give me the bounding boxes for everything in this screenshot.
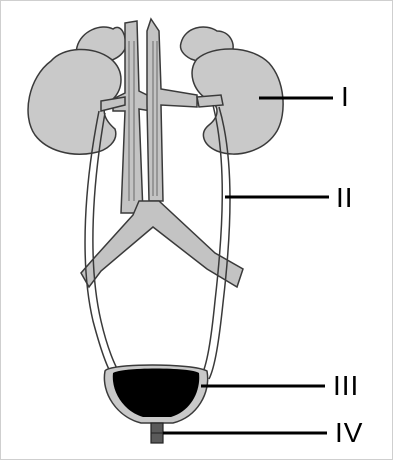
label-urethra: IV bbox=[335, 419, 363, 447]
label-kidney: I bbox=[341, 83, 350, 111]
iliac-branches bbox=[81, 201, 243, 287]
label-bladder: III bbox=[333, 372, 359, 400]
label-ureter: II bbox=[336, 184, 354, 212]
